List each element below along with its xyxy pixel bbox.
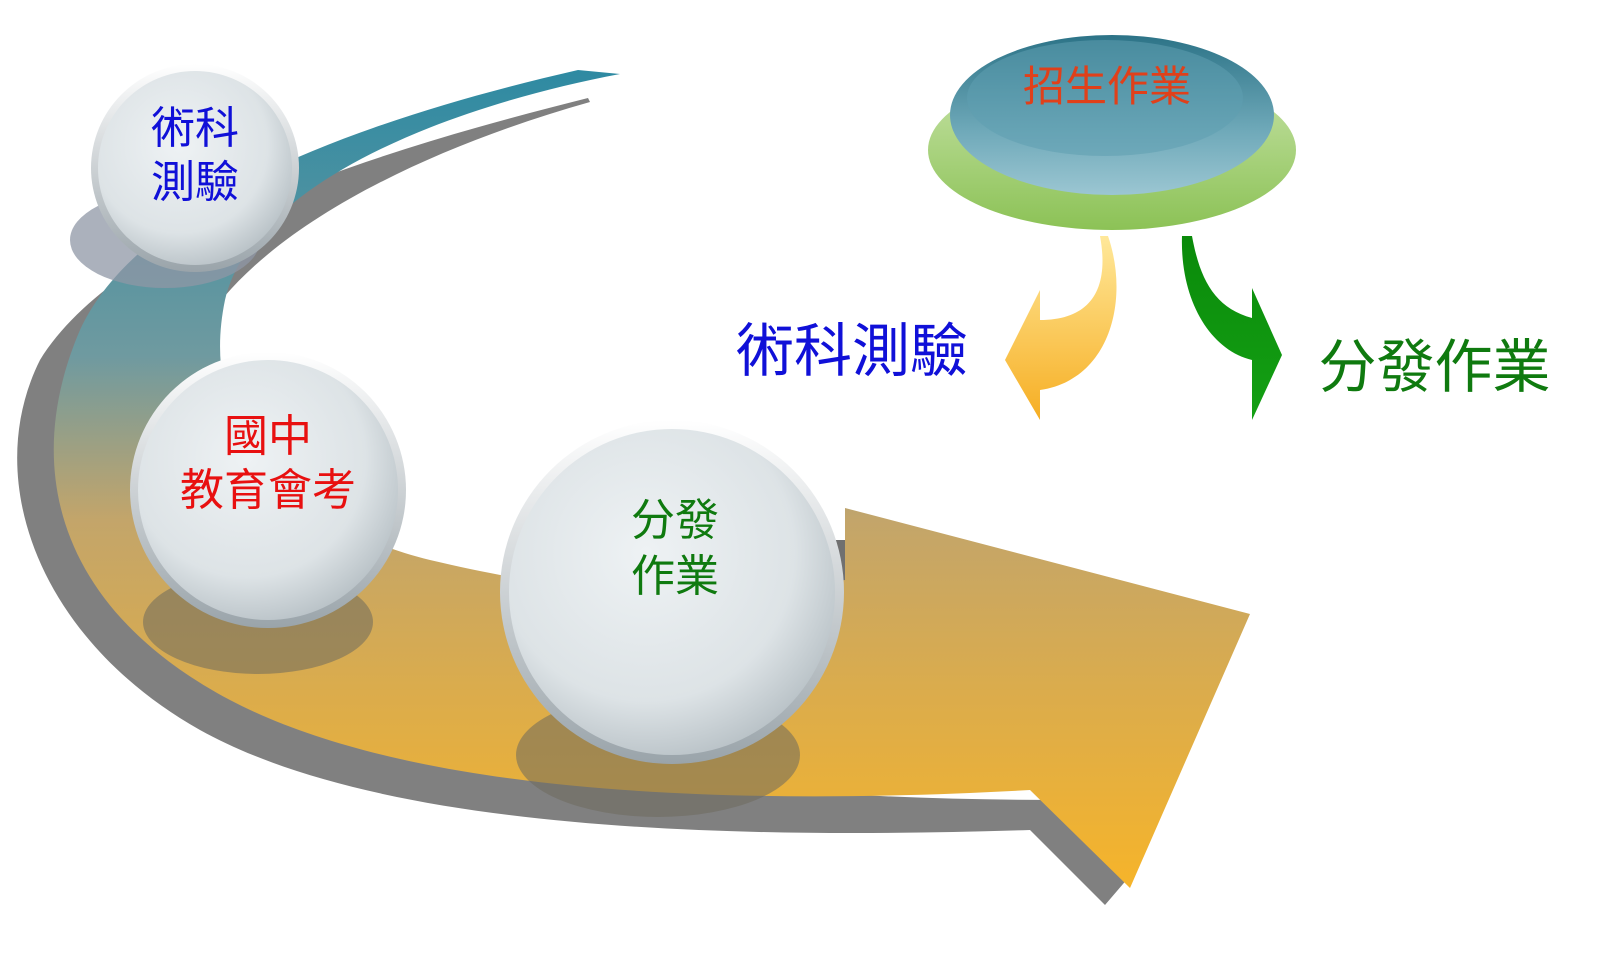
orb-1 [91,64,299,272]
orb-3 [500,420,844,764]
left-branch-arrow [1005,236,1117,420]
orb-2 [130,352,406,628]
header-label: 招生作業 [1022,62,1191,111]
orb-2-line-1: 國中 [224,411,312,462]
orb-3-line-2: 作業 [631,551,719,602]
ribbon-arrow [53,70,1251,888]
header-disc [928,35,1296,230]
right-branch-label: 分發作業 [1318,333,1551,401]
orb-1-line-2: 測驗 [151,157,239,208]
orb-3-line-1: 分發 [631,495,719,546]
orb-2-line-2: 教育會考 [180,465,356,516]
left-branch-label: 術科測驗 [735,317,968,385]
right-branch-arrow [1181,236,1282,420]
orb-1-line-1: 術科 [151,103,239,154]
